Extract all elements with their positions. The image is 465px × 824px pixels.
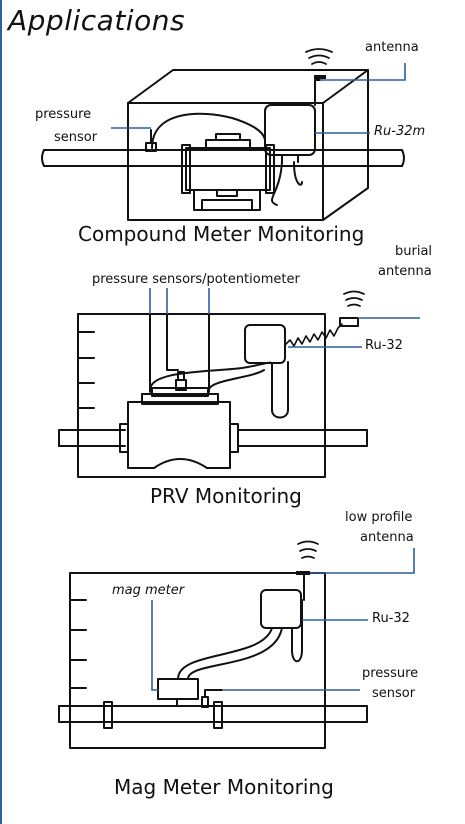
label-burial: burial <box>395 244 433 259</box>
page-title: Applications <box>8 4 186 37</box>
label-mag-meter: mag meter <box>112 583 185 598</box>
caption-mag-meter-monitoring: Mag Meter Monitoring <box>114 775 334 799</box>
antenna-signal-icon <box>305 48 333 65</box>
compound-meter-diagram <box>41 69 405 221</box>
caption-compound-meter: Compound Meter Monitoring <box>78 222 365 246</box>
label-pressure-mag: pressure <box>362 666 419 681</box>
antenna-signal-icon <box>343 290 365 307</box>
label-radio-ru32: Ru-32 <box>365 338 403 353</box>
label-antenna-low-profile: antenna <box>360 530 414 545</box>
label-radio-ru32m: Ru-32m <box>374 124 426 139</box>
caption-prv-monitoring: PRV Monitoring <box>150 484 302 508</box>
mag-meter-diagram <box>58 572 368 749</box>
prv-diagram <box>58 313 368 478</box>
label-antenna-burial: antenna <box>378 264 432 279</box>
label-antenna: antenna <box>365 40 419 55</box>
label-sensor-line2: sensor <box>54 130 98 145</box>
label-sensor-mag: sensor <box>372 686 416 701</box>
label-low-profile: low profile <box>345 510 413 525</box>
label-radio-ru32-mag: Ru-32 <box>372 611 410 626</box>
label-pressure-line1: pressure <box>35 107 92 122</box>
antenna-signal-icon <box>297 540 319 559</box>
label-pressure-sensors-potentiometer: pressure sensors/potentiometer <box>92 272 300 287</box>
